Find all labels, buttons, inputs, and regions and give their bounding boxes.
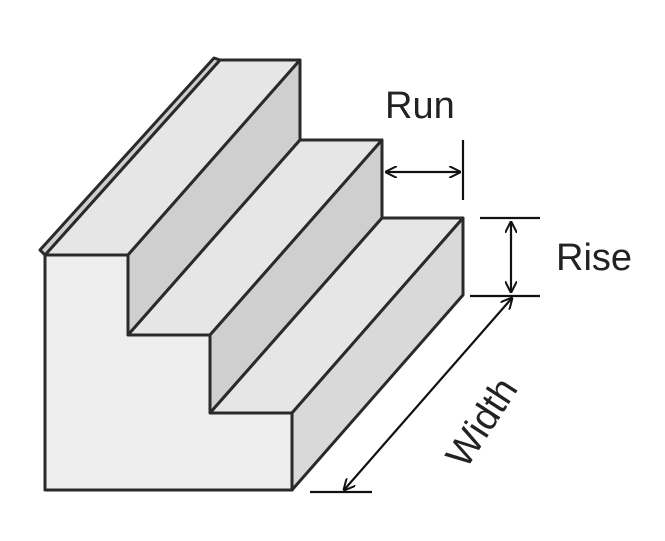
stair-front-profile bbox=[43, 253, 294, 492]
rise-label: Rise bbox=[556, 237, 632, 279]
stair-left-edge bbox=[38, 56, 222, 257]
run-label: Run bbox=[385, 85, 455, 127]
width-label: Width bbox=[438, 371, 526, 475]
width-dimension-arrow bbox=[344, 298, 512, 490]
